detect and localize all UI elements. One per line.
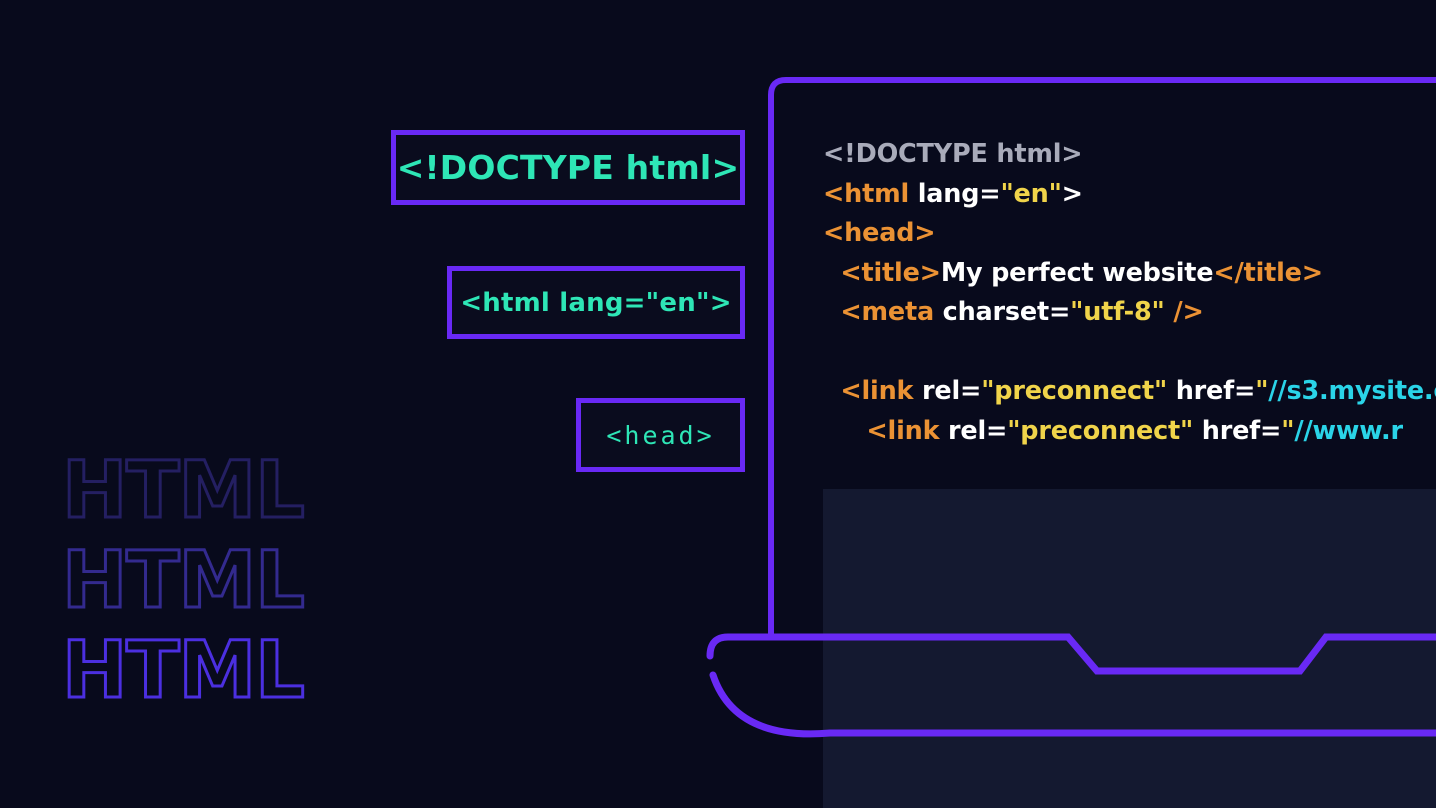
code-line-link-preconnect-www: <link rel="preconnect" href="//www.r (823, 412, 1436, 452)
code-token-url: //www.r (1294, 415, 1403, 446)
callout-html-lang-label: <html lang="en"> (460, 287, 732, 318)
code-listing: <!DOCTYPE html><html lang="en"><head> <t… (823, 135, 1436, 451)
code-token-url: //s3.mysite.c (1268, 376, 1436, 406)
callout-html-lang[interactable]: <html lang="en"> (447, 266, 745, 339)
code-token-plain: > (1061, 178, 1083, 209)
code-token-attrval: "utf-8" (1070, 297, 1165, 327)
lower-background-panel (823, 489, 1436, 808)
code-token-attrval: " (1255, 376, 1269, 406)
code-token-plain: href= (1167, 376, 1256, 406)
html-watermark-2: HTML (61, 536, 307, 626)
code-token-doctype: <!DOCTYPE html> (823, 139, 1083, 169)
code-line-title: <title>My perfect website</title> (823, 254, 1436, 294)
code-token-plain: charset= (942, 297, 1071, 327)
code-line-html-open: <html lang="en"> (823, 175, 1436, 215)
code-line-head-open: <head> (823, 214, 1436, 254)
code-token-attrval: "en" (1000, 178, 1062, 209)
code-token-plain: My perfect website (940, 257, 1214, 288)
code-token-tag: <title> (823, 257, 941, 288)
code-token-tag: <link (823, 415, 949, 446)
code-token-tag: <meta (823, 297, 943, 327)
code-token-plain: rel= (922, 376, 982, 406)
code-token-plain: href= (1193, 415, 1282, 446)
code-line-link-preconnect-s3: <link rel="preconnect" href="//s3.mysite… (823, 372, 1436, 412)
code-token-attrval: "preconnect" (981, 376, 1168, 406)
code-token-attrval: " (1281, 415, 1295, 446)
html-watermark-3: HTML (61, 626, 307, 716)
html-watermark-1: HTML (61, 446, 307, 536)
code-token-tag: /> (1164, 297, 1204, 327)
callout-doctype[interactable]: <!DOCTYPE html> (391, 130, 745, 205)
code-token-plain: rel= (948, 415, 1008, 446)
code-token-attrval: "preconnect" (1007, 415, 1194, 446)
code-token-plain: lang= (917, 178, 1001, 209)
code-token-tag: <link (823, 376, 922, 406)
callout-head-label: <head> (606, 420, 715, 450)
html-watermark-group: HTML HTML HTML (61, 446, 362, 742)
code-token-tag: </title> (1213, 257, 1323, 288)
callout-doctype-label: <!DOCTYPE html> (396, 148, 740, 187)
code-token-tag: <head> (823, 218, 936, 248)
code-line-doctype: <!DOCTYPE html> (823, 135, 1436, 175)
code-line-blank (823, 333, 1436, 373)
code-line-meta-charset: <meta charset="utf-8" /> (823, 293, 1436, 333)
code-token-tag: <html (823, 178, 918, 209)
callout-head[interactable]: <head> (576, 398, 745, 472)
